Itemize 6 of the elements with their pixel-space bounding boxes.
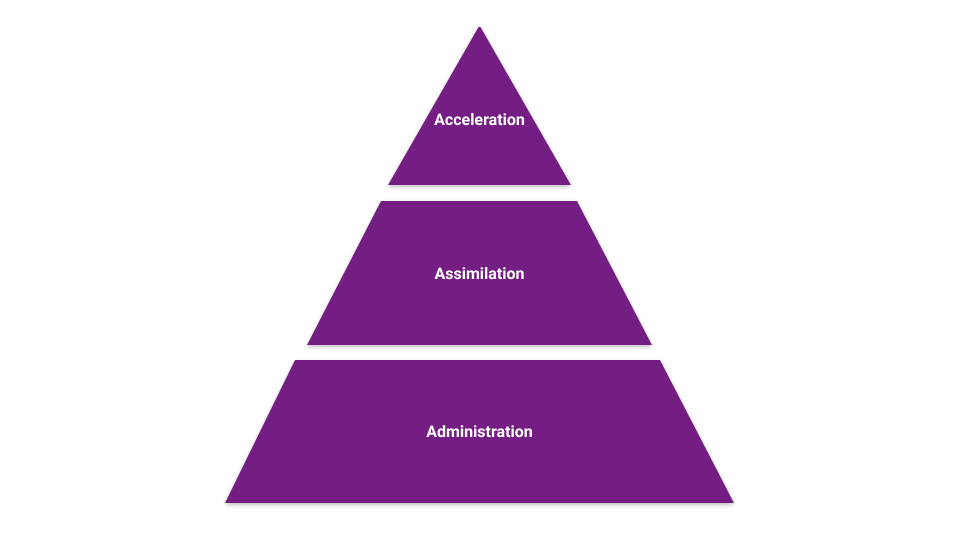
tier-label: Acceleration xyxy=(434,110,525,128)
tier-label: Administration xyxy=(426,422,533,441)
pyramid-tier xyxy=(225,360,734,503)
pyramid-tier xyxy=(388,27,571,185)
pyramid-tier xyxy=(307,201,652,345)
tier-label: Assimilation xyxy=(434,264,524,282)
